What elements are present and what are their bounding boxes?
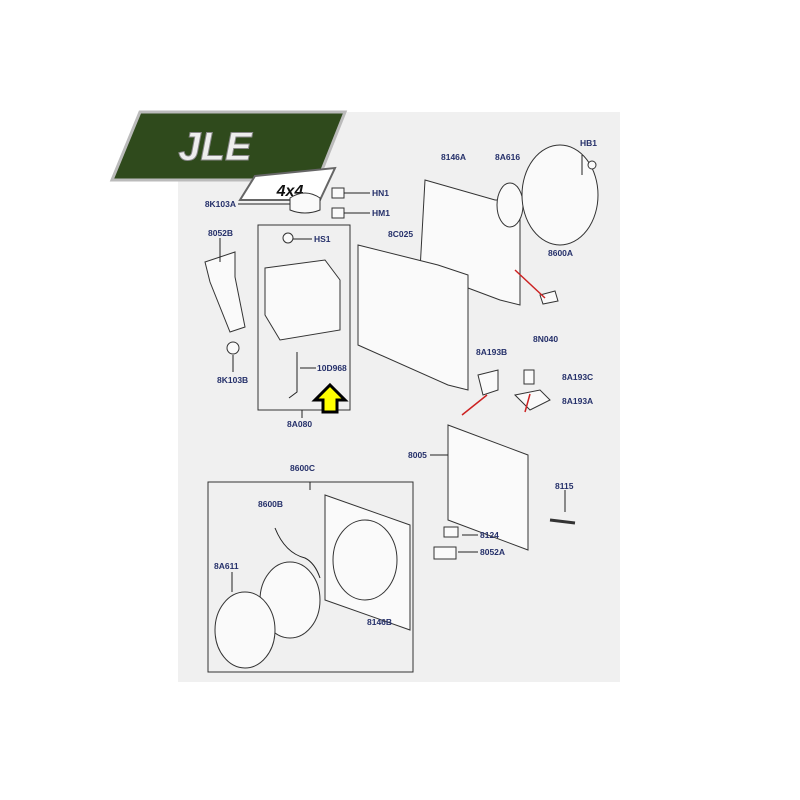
label-8A616: 8A616 xyxy=(495,152,520,162)
label-HN1: HN1 xyxy=(372,188,389,198)
frame-group xyxy=(357,144,599,560)
label-10D968: 10D968 xyxy=(317,363,347,373)
label-8K103B: 8K103B xyxy=(217,375,248,385)
label-HB1: HB1 xyxy=(580,138,597,148)
bracket-8052B xyxy=(204,251,246,333)
reservoir-tank xyxy=(264,259,341,341)
reservoir-group xyxy=(204,187,370,418)
highlight-arrow-icon xyxy=(311,382,349,414)
label-8A080: 8A080 xyxy=(287,419,312,429)
label-8A193C: 8A193C xyxy=(562,372,593,382)
fan-8600A xyxy=(521,144,599,246)
jle-4x4-logo: JLE 4x4 xyxy=(109,110,348,201)
clutch-8A616 xyxy=(496,182,524,228)
label-8600C: 8600C xyxy=(290,463,315,473)
label-8600A: 8600A xyxy=(548,248,573,258)
label-8115: 8115 xyxy=(555,481,574,491)
label-8005: 8005 xyxy=(408,450,427,460)
label-8A611: 8A611 xyxy=(214,561,239,571)
label-HM1: HM1 xyxy=(372,208,390,218)
frame-8C025 xyxy=(357,244,469,391)
label-8A193A: 8A193A xyxy=(562,396,593,406)
label-8146B: 8146B xyxy=(367,617,392,627)
label-8146A: 8146A xyxy=(441,152,466,162)
label-8052A: 8052A xyxy=(480,547,505,557)
label-8N040: 8N040 xyxy=(533,334,558,344)
label-8124: 8124 xyxy=(480,530,499,540)
cap-8K103A xyxy=(289,192,321,214)
electric-fan-group xyxy=(207,481,414,673)
label-HS1: HS1 xyxy=(314,234,331,244)
label-8600B: 8600B xyxy=(258,499,283,509)
label-8A193B: 8A193B xyxy=(476,347,507,357)
label-8C025: 8C025 xyxy=(388,229,413,239)
fan-8A611 xyxy=(214,591,276,669)
radiator-8005 xyxy=(447,424,529,551)
label-8K103A: 8K103A xyxy=(205,199,236,209)
svg-text:JLE: JLE xyxy=(178,125,253,169)
label-8052B: 8052B xyxy=(208,228,233,238)
